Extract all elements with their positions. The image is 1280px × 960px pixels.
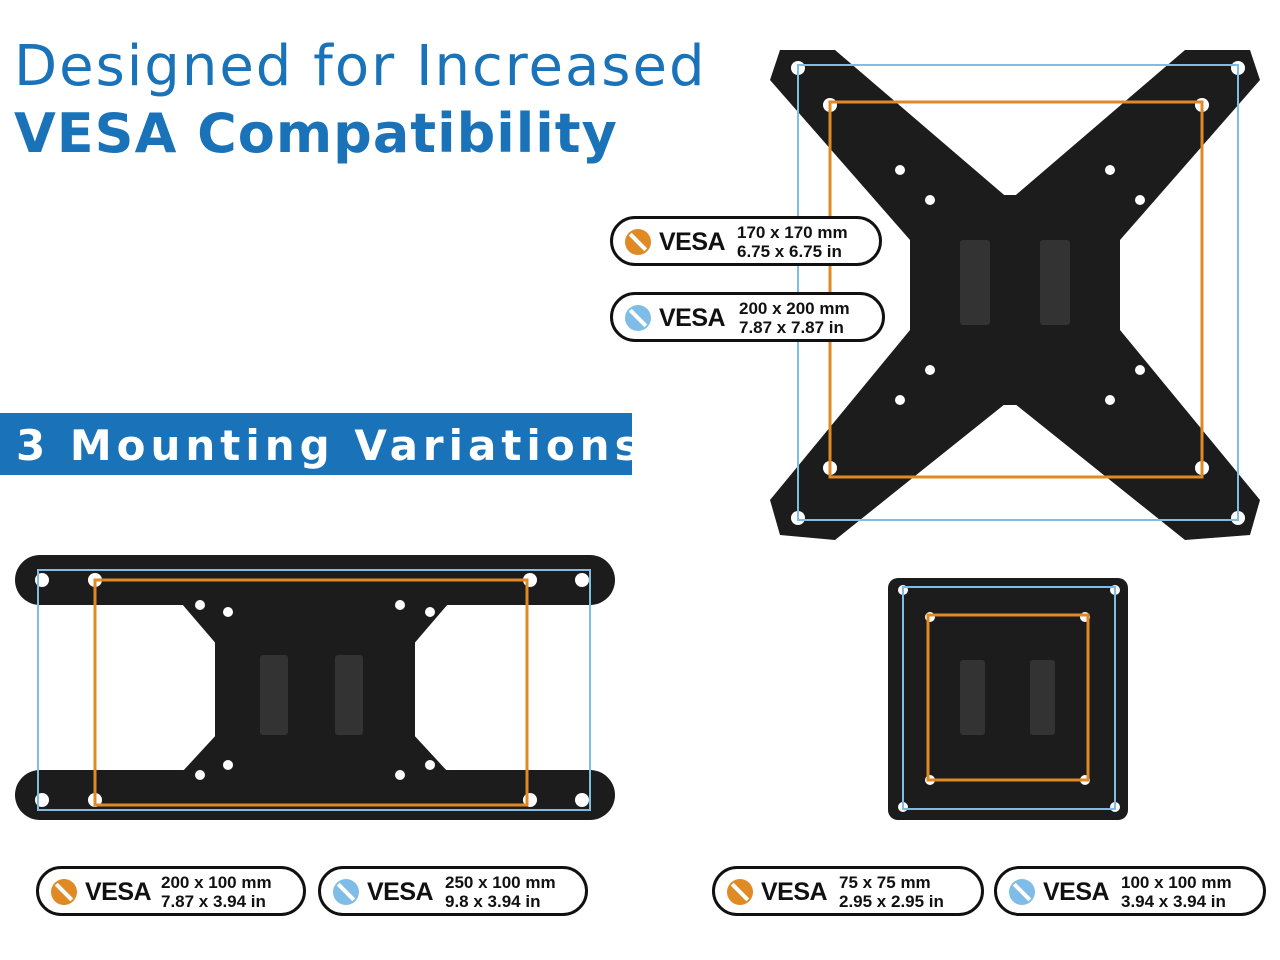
badge-mm: 250 x 100 mm <box>445 873 556 892</box>
orange-slash-icon <box>727 879 753 905</box>
blue-slash-icon <box>1009 879 1035 905</box>
heading-line-2: VESA Compatibility <box>14 102 618 165</box>
x-bracket-mount-image <box>770 50 1260 540</box>
badge-vesa-label: VESA <box>659 228 726 256</box>
blue-slash-icon <box>625 305 651 331</box>
badge-in: 6.75 x 6.75 in <box>737 242 842 261</box>
vesa-badge-200x100: VESA 200 x 100 mm 7.87 x 3.94 in <box>36 866 306 916</box>
vesa-badge-200: VESA 200 x 200 mm 7.87 x 7.87 in <box>610 292 885 342</box>
wide-bracket-mount-image <box>15 555 615 820</box>
badge-mm: 200 x 200 mm <box>739 299 850 318</box>
vesa-badge-170: VESA 170 x 170 mm 6.75 x 6.75 in <box>610 216 882 266</box>
badge-vesa-label: VESA <box>367 878 434 906</box>
badge-in: 9.8 x 3.94 in <box>445 892 541 911</box>
badge-vesa-label: VESA <box>1043 878 1110 906</box>
badge-vesa-label: VESA <box>85 878 152 906</box>
badge-vesa-label: VESA <box>659 304 726 332</box>
mounting-variations-banner: 3 Mounting Variations <box>0 413 640 475</box>
orange-slash-icon <box>51 879 77 905</box>
compact-bracket-mount-image <box>888 578 1128 820</box>
badge-mm: 100 x 100 mm <box>1121 873 1232 892</box>
vesa-badge-75: VESA 75 x 75 mm 2.95 x 2.95 in <box>712 866 984 916</box>
blue-slash-icon <box>333 879 359 905</box>
heading-line-1: Designed for Increased <box>14 34 707 99</box>
badge-in: 3.94 x 3.94 in <box>1121 892 1226 911</box>
vesa-badge-100: VESA 100 x 100 mm 3.94 x 3.94 in <box>994 866 1266 916</box>
banner-label: 3 Mounting Variations <box>16 421 645 470</box>
orange-slash-icon <box>625 229 651 255</box>
badge-in: 7.87 x 3.94 in <box>161 892 266 911</box>
badge-mm: 170 x 170 mm <box>737 223 848 242</box>
badge-vesa-label: VESA <box>761 878 828 906</box>
badge-in: 2.95 x 2.95 in <box>839 892 944 911</box>
badge-mm: 200 x 100 mm <box>161 873 272 892</box>
vesa-badge-250x100: VESA 250 x 100 mm 9.8 x 3.94 in <box>318 866 588 916</box>
badge-mm: 75 x 75 mm <box>839 873 931 892</box>
badge-in: 7.87 x 7.87 in <box>739 318 844 337</box>
